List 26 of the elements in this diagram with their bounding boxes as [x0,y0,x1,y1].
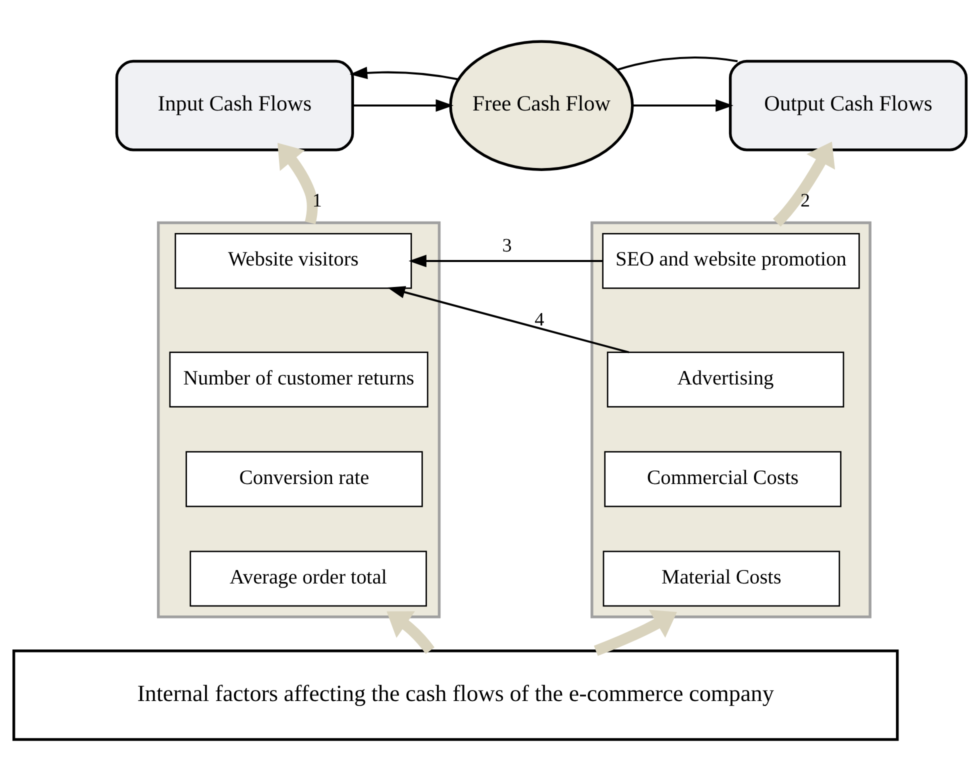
cluster [590,221,872,618]
arrow [350,66,459,80]
arrow [408,254,602,268]
node-box: SEO and website promotion [602,233,860,289]
node-box: Conversion rate [186,451,423,508]
arrow [632,99,734,112]
node-box: Advertising [606,352,844,408]
node-box: Commercial Costs [604,451,842,508]
edge-label: 2 [800,190,810,212]
node-ellipse: Free Cash Flow [449,40,634,171]
arrow [387,286,630,354]
edge-label: 3 [502,236,512,257]
node-box: Output Cash Flows [728,60,968,152]
arrow [278,142,318,224]
node-box: Number of customer returns [169,352,428,408]
cluster [156,221,441,618]
node-box: Material Costs [602,550,840,607]
node-box: Input Cash Flows [115,60,354,152]
arrow [772,142,836,227]
connector [616,56,738,71]
edge-label: 4 [534,309,544,330]
node-box: Internal factors affecting the cash flows of the e-commerce company [12,650,899,741]
node-box: Average order total [190,550,427,607]
edge-label: 1 [312,190,322,212]
node-box: Website visitors [174,233,412,289]
arrow [352,99,454,112]
